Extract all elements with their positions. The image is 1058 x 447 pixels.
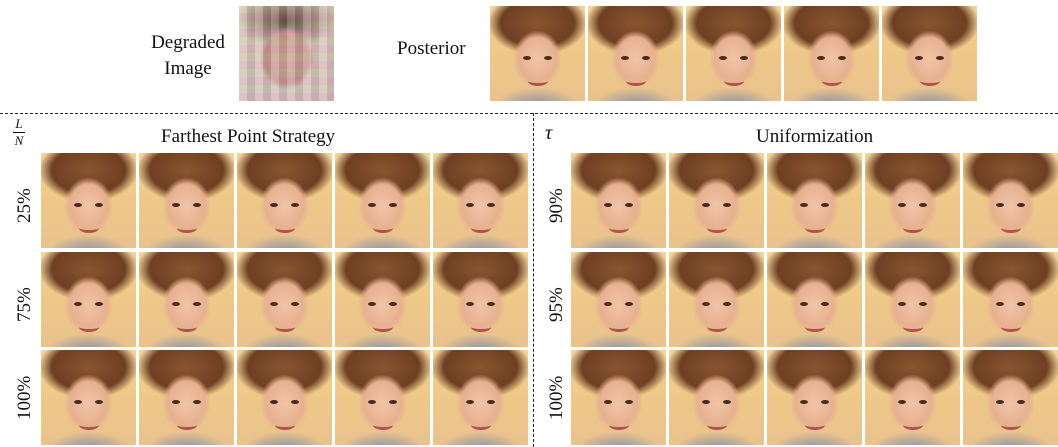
tau-symbol: τ (545, 122, 553, 144)
uniformization-sample-image (865, 252, 960, 347)
farthest-point-row-label: 75% (14, 287, 35, 322)
farthest-point-sample-image (237, 252, 332, 347)
uniformization-sample-image (571, 350, 666, 445)
uniformization-sample-image (767, 153, 862, 248)
ratio-symbol: L N (13, 116, 25, 148)
uniformization-row-label: 90% (546, 188, 567, 223)
farthest-point-sample-image (41, 252, 136, 347)
posterior-sample-image (686, 6, 781, 101)
uniformization-sample-image (571, 153, 666, 248)
posterior-sample-image (784, 6, 879, 101)
uniformization-sample-image (669, 252, 764, 347)
uniformization-sample-image (963, 153, 1058, 248)
uniformization-sample-image (669, 350, 764, 445)
uniformization-sample-image (767, 252, 862, 347)
degraded-image-label: Degraded Image (151, 32, 225, 79)
uniformization-sample-image (865, 153, 960, 248)
farthest-point-sample-image (335, 350, 430, 445)
farthest-point-title: Farthest Point Strategy (161, 126, 336, 147)
uniformization-sample-image (963, 350, 1058, 445)
vertical-divider (533, 113, 534, 447)
uniformization-sample-image (571, 252, 666, 347)
farthest-point-sample-image (237, 153, 332, 248)
posterior-sample-image (588, 6, 683, 101)
farthest-point-sample-image (237, 350, 332, 445)
farthest-point-sample-image (139, 153, 234, 248)
uniformization-sample-image (865, 350, 960, 445)
farthest-point-sample-image (41, 350, 136, 445)
farthest-point-row-label: 100% (14, 375, 35, 420)
degraded-image (239, 6, 334, 101)
farthest-point-sample-image (335, 252, 430, 347)
uniformization-sample-image (669, 153, 764, 248)
farthest-point-row-label: 25% (14, 188, 35, 223)
farthest-point-sample-image (41, 153, 136, 248)
posterior-label: Posterior (397, 38, 466, 59)
uniformization-sample-image (767, 350, 862, 445)
farthest-point-sample-image (433, 252, 528, 347)
farthest-point-sample-image (335, 153, 430, 248)
posterior-sample-image (882, 6, 977, 101)
uniformization-title: Uniformization (756, 126, 874, 147)
horizontal-divider (0, 113, 1058, 114)
uniformization-sample-image (963, 252, 1058, 347)
uniformization-row-label: 95% (546, 287, 567, 322)
uniformization-row-label: 100% (546, 375, 567, 420)
farthest-point-sample-image (139, 252, 234, 347)
posterior-sample-image (490, 6, 585, 101)
farthest-point-sample-image (139, 350, 234, 445)
farthest-point-sample-image (433, 350, 528, 445)
farthest-point-sample-image (433, 153, 528, 248)
